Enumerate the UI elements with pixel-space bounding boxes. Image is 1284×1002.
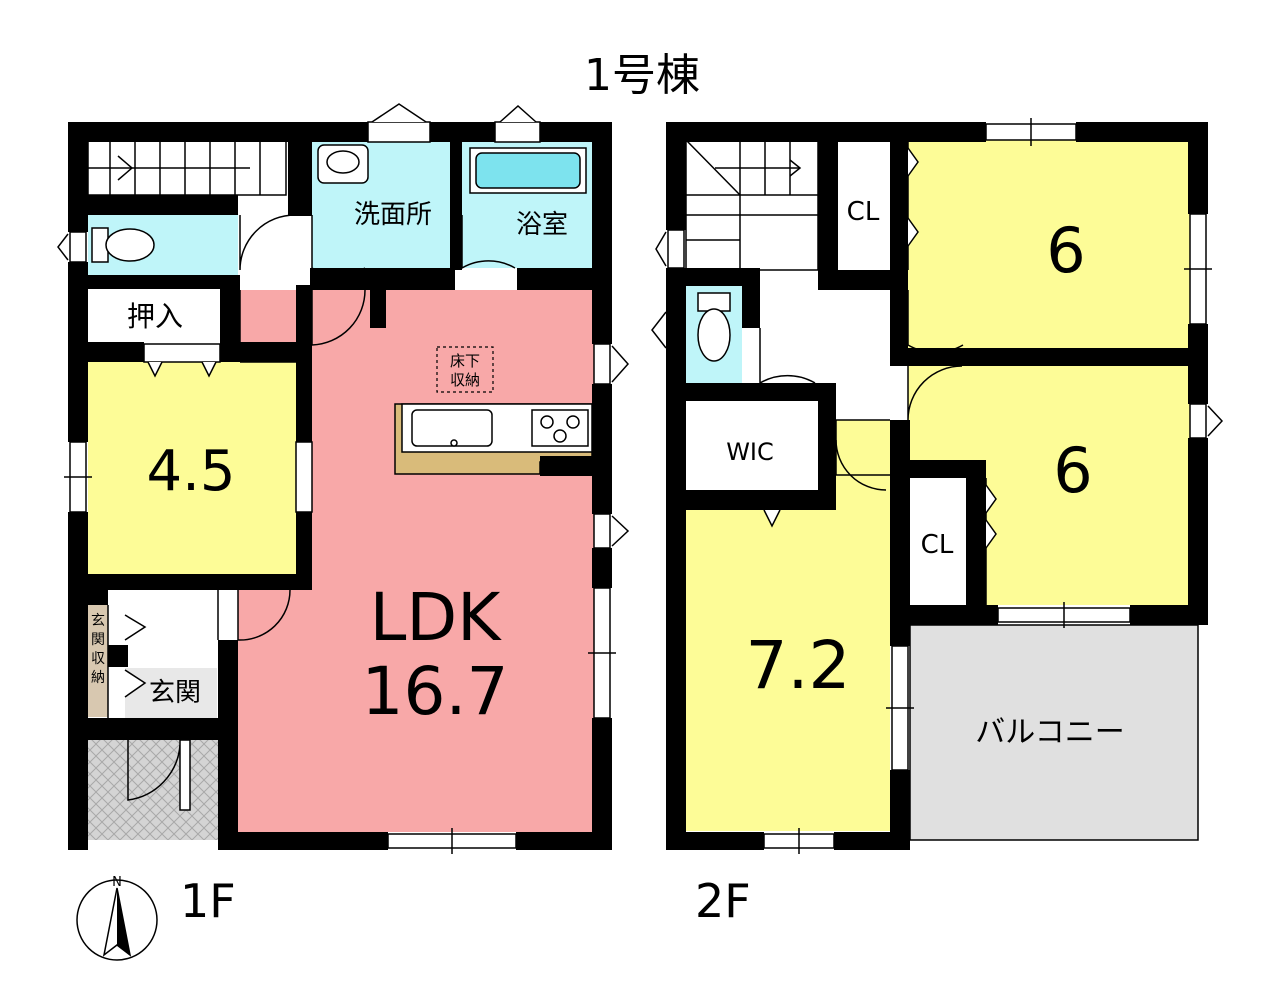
room-6-mid-floor <box>908 365 1190 460</box>
stairs-1f <box>87 139 287 196</box>
entrance-storage-char-2: 関 <box>91 632 105 648</box>
entrance-hall-floor <box>125 668 217 720</box>
closet-label: 押入 <box>127 300 183 333</box>
room-6-mid-floor-b <box>986 460 1190 605</box>
balcony-floor <box>909 624 1199 841</box>
ldk-size-label: 16.7 <box>362 653 509 730</box>
room-7-2-floor <box>686 505 890 831</box>
wic-label: WIC <box>726 438 774 466</box>
entrance-label: 玄関 <box>149 678 201 708</box>
washroom-label: 洗面所 <box>354 200 432 230</box>
stairs-2f <box>685 139 819 271</box>
washbasin <box>317 144 369 184</box>
windows-2f <box>667 118 1212 854</box>
window-hoods-2f <box>651 231 1224 437</box>
walls-1f <box>68 122 612 850</box>
building-title: 1号棟 <box>584 50 700 101</box>
floor-2-label: 2F <box>695 874 751 928</box>
under-floor-label-1: 床下 <box>450 352 480 370</box>
floor-1-plan: 洗面所 浴室 押入 床下 収納 4.5 LDK 16.7 玄関 玄 関 収 納 <box>57 103 630 854</box>
bedroom-4-5-floor <box>88 362 298 580</box>
under-floor-label-2: 収納 <box>450 371 480 389</box>
window-hoods-1f <box>57 103 630 547</box>
north-compass: N <box>76 875 158 961</box>
room-6-top-floor <box>908 140 1190 348</box>
room-6-top-label: 6 <box>1046 214 1085 287</box>
toilet-fixture-1f <box>91 227 155 263</box>
windows-1f <box>64 121 616 854</box>
cl-top-label: CL <box>847 197 880 227</box>
doors-1f <box>127 214 516 811</box>
floor-2-plan: CL 6 WIC 6 CL 7.2 バルコニー <box>651 118 1224 854</box>
toilet-fixture-2f <box>697 292 731 362</box>
floor-1-label: 1F <box>180 874 236 928</box>
bedroom-4-5-label: 4.5 <box>146 439 235 504</box>
cl-mid-label: CL <box>921 530 954 560</box>
room-6-mid-label: 6 <box>1053 434 1092 507</box>
closet-door-marks-1f <box>107 343 221 718</box>
bath-label: 浴室 <box>516 210 568 240</box>
bathtub <box>469 147 587 194</box>
room-7-2-floor-b <box>836 420 890 510</box>
compass-needle-icon <box>117 888 130 955</box>
entrance-storage-char-3: 収 <box>91 651 105 667</box>
doors-2f <box>759 290 964 491</box>
entrance-storage-char-4: 納 <box>91 670 105 686</box>
closet-door-marks-2f <box>763 142 997 605</box>
compass-north-label: N <box>112 875 122 890</box>
room-7-2-label: 7.2 <box>746 627 851 704</box>
ldk-label: LDK <box>370 579 503 656</box>
entrance-storage-char-1: 玄 <box>91 612 105 629</box>
walls-2f <box>666 122 1208 850</box>
balcony-label: バルコニー <box>975 715 1124 750</box>
under-floor-storage-mark <box>436 346 494 393</box>
entrance-storage-floor <box>88 605 108 717</box>
